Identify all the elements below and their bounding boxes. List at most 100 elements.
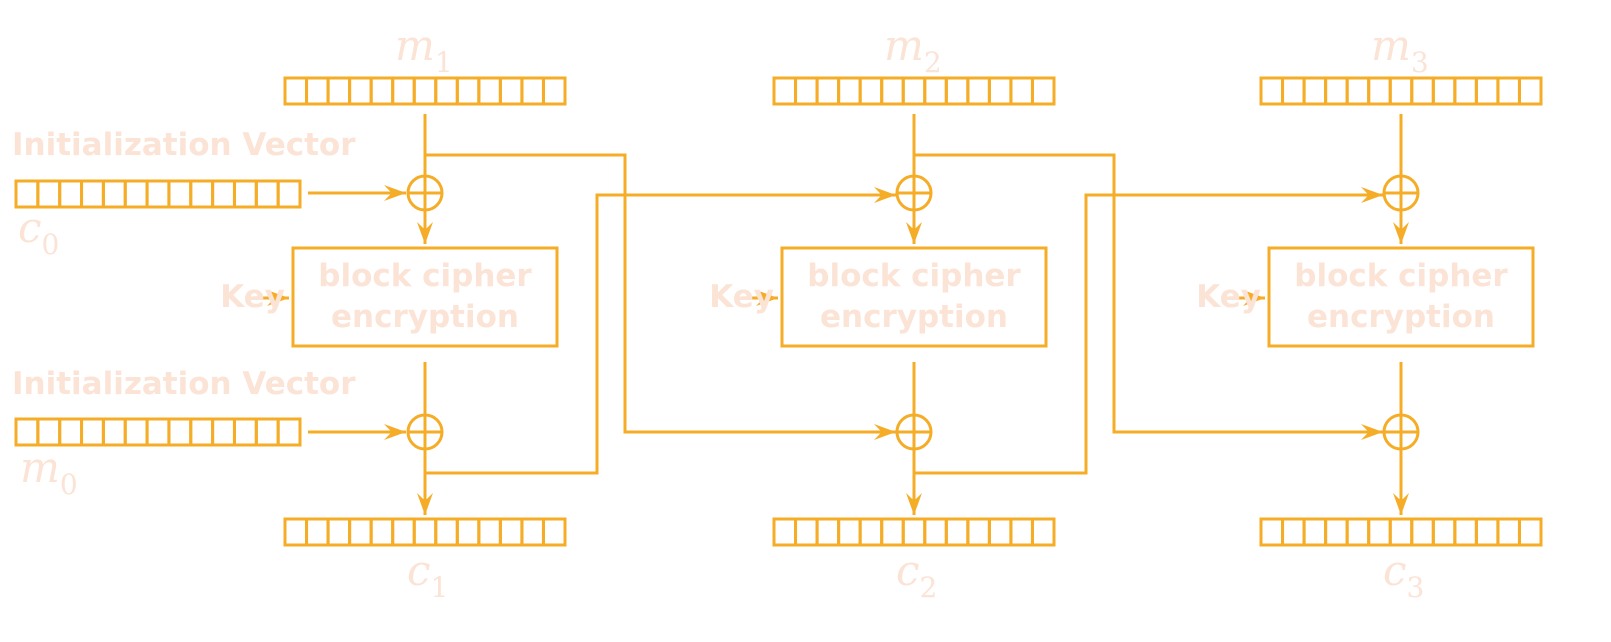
register-cell [1259, 517, 1285, 547]
register-cell [944, 76, 970, 106]
wire-xor-to-cipher-3-arrowhead [1393, 222, 1409, 244]
wire-m0-to-xor1b-arrowhead [384, 424, 406, 440]
register-cell [232, 417, 258, 447]
register-cell [837, 76, 862, 106]
register-cell [1030, 76, 1056, 106]
wire-ciphertext-feedback-2-arrowhead [1361, 187, 1383, 203]
register-cell [80, 417, 105, 447]
register-cell [541, 517, 567, 547]
register-cell [880, 76, 905, 106]
register-cell [326, 76, 352, 106]
wires-layer [253, 114, 1409, 515]
key-label-1: Key [220, 279, 285, 315]
register-cell [305, 517, 330, 547]
register-cell [1259, 76, 1285, 106]
register-cell [772, 517, 798, 547]
iv-register-m0 [14, 417, 302, 447]
register-cell [283, 517, 309, 547]
cipher-boxes-layer [291, 246, 1535, 348]
plaintext-register-1 [283, 76, 567, 106]
register-cell [923, 76, 948, 106]
register-cell [944, 517, 970, 547]
register-cell [901, 517, 927, 547]
xor-top-2 [895, 174, 933, 212]
register-cell [101, 179, 127, 209]
wire-xor-to-ciphertext-3-arrowhead [1393, 493, 1409, 515]
key-label-2: Key [709, 279, 774, 315]
register-cell [1474, 76, 1500, 106]
wire-plaintext-feedback-1-arrowhead [874, 424, 896, 440]
wire-plaintext-feedback-2 [914, 153, 1383, 434]
register-cell [123, 417, 149, 447]
register-cell [1367, 76, 1392, 106]
register-cell [901, 76, 927, 106]
c0-symbol: c0 [18, 203, 59, 261]
cipher-label-line1-1: block cipher [318, 258, 532, 294]
register-cell [348, 76, 373, 106]
register-cell [391, 76, 416, 106]
register-cell [966, 517, 991, 547]
register-cell [987, 76, 1013, 106]
register-cell [254, 417, 280, 447]
iv-label-bottom: Initialization Vector [12, 366, 356, 402]
register-cell [276, 179, 302, 209]
wire-plaintext-feedback-1 [425, 153, 896, 434]
register-cell [412, 76, 438, 106]
register-cell [815, 517, 841, 547]
xor-bottom-3 [1382, 413, 1420, 451]
xor-layer [406, 174, 1420, 451]
register-cell [1281, 76, 1306, 106]
register-cell [1431, 517, 1457, 547]
register-cell [966, 76, 991, 106]
register-cell [211, 179, 236, 209]
register-cell [1431, 76, 1457, 106]
register-cell [1517, 76, 1543, 106]
register-cell [1324, 76, 1349, 106]
wire-xor-to-ciphertext-2-arrowhead [906, 493, 922, 515]
register-cell [1517, 517, 1543, 547]
iv-register-c0 [14, 179, 302, 209]
cipher-label-line2-1: encryption [331, 299, 519, 335]
register-cell [880, 517, 905, 547]
register-cell [326, 517, 352, 547]
ciphertext-register-1 [283, 517, 567, 547]
ciphertext-symbol-3: c3 [1383, 546, 1424, 604]
register-cell [305, 76, 330, 106]
register-cell [1009, 517, 1034, 547]
register-cell [232, 179, 258, 209]
register-cell [1030, 517, 1056, 547]
register-cell [1345, 517, 1371, 547]
register-cell [455, 76, 481, 106]
register-cell [58, 179, 84, 209]
ciphertext-symbol-2: c2 [896, 546, 937, 604]
register-cell [1345, 76, 1371, 106]
register-cell [815, 76, 841, 106]
register-cell [1281, 517, 1306, 547]
register-cell [145, 179, 171, 209]
wire-c0-to-xor1-arrowhead [384, 185, 406, 201]
register-cell [145, 417, 171, 447]
register-cell [858, 76, 884, 106]
register-cell [254, 179, 280, 209]
xor-top-1 [406, 174, 444, 212]
register-cell [1474, 517, 1500, 547]
ciphertext-register-3 [1259, 517, 1543, 547]
wire-key-2-arrowhead [756, 290, 778, 306]
register-cell [167, 179, 193, 209]
plaintext-register-2 [772, 76, 1056, 106]
register-cell [837, 517, 862, 547]
cipher-label-line1-2: block cipher [807, 258, 1021, 294]
register-cell [36, 417, 62, 447]
block-cipher-box-2 [780, 246, 1048, 348]
iv-label-top: Initialization Vector [12, 127, 356, 163]
wire-plaintext-feedback-2-arrowhead [1361, 424, 1383, 440]
plaintext-symbol-1: m1 [395, 21, 453, 79]
register-cell [434, 76, 459, 106]
register-cell [455, 517, 481, 547]
wire-key-3-arrowhead [1243, 290, 1265, 306]
register-cell [123, 179, 149, 209]
register-cell [189, 417, 215, 447]
cipher-label-line1-3: block cipher [1294, 258, 1508, 294]
register-cell [1410, 517, 1435, 547]
